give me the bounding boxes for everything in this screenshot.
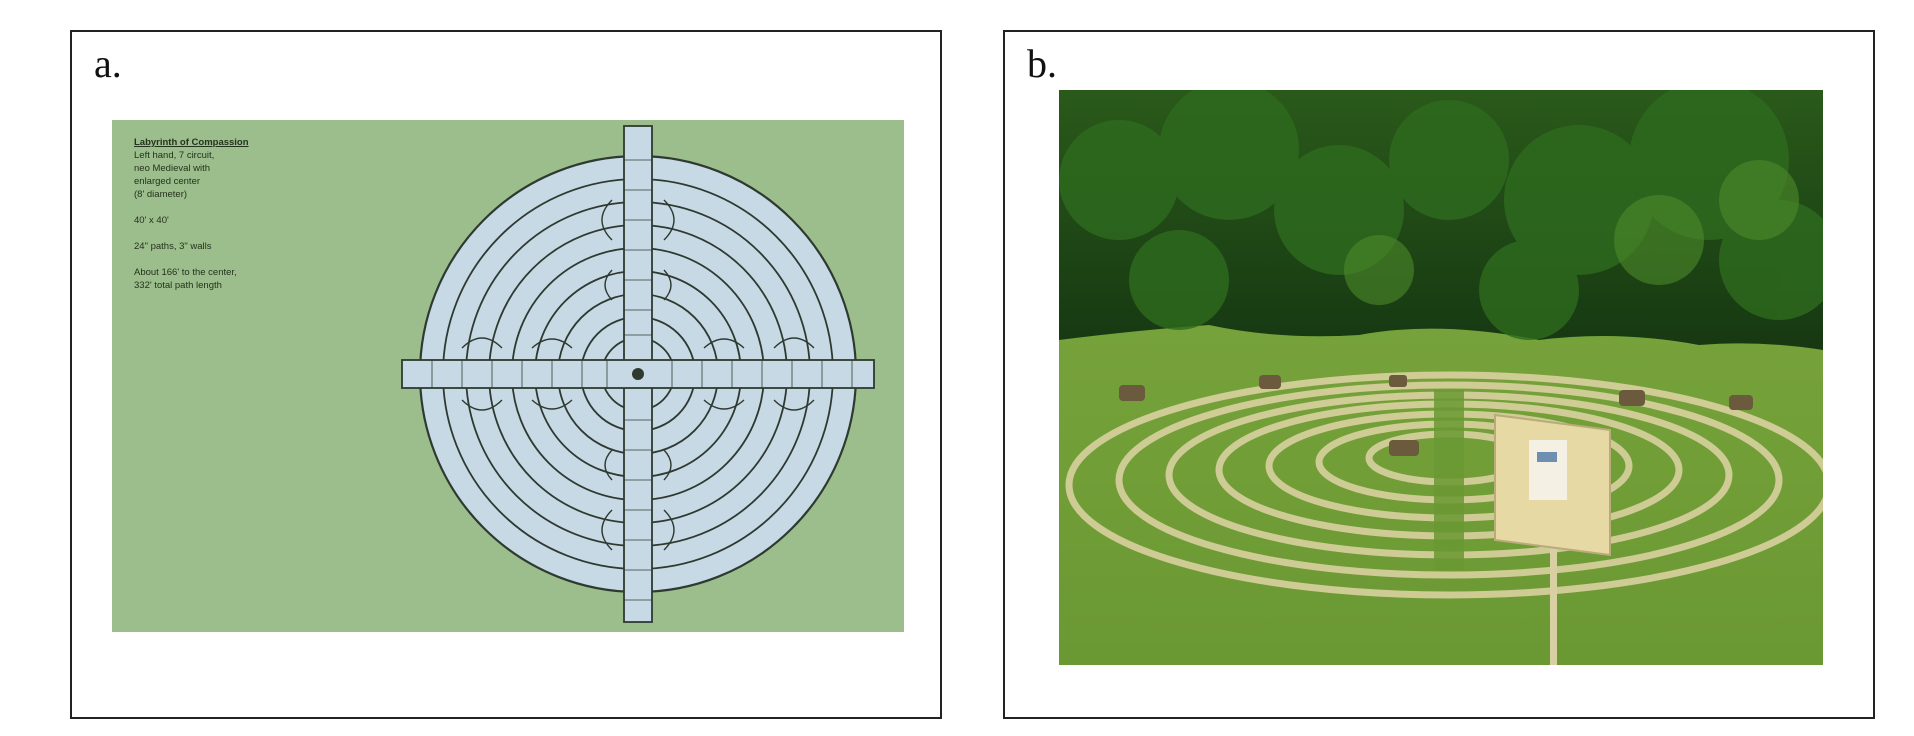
note-line: neo Medieval with (134, 163, 211, 174)
note-length: About 166' to the center, (134, 267, 237, 278)
labyrinth-photo (1059, 90, 1823, 665)
panel-label-b: b. (1027, 41, 1057, 86)
note-size: 40' x 40' (134, 215, 169, 226)
note-line: Left hand, 7 circuit, (134, 150, 215, 161)
labyrinth-notes: Labyrinth of Compassion Left hand, 7 cir… (134, 136, 249, 292)
note-paths: 24" paths, 3" walls (134, 241, 212, 252)
labyrinth-title: Labyrinth of Compassion (134, 137, 249, 148)
note-line: enlarged center (134, 176, 201, 187)
photo-drawing (1059, 90, 1823, 665)
figure-panel-b: b. (1003, 30, 1875, 719)
note-length: 332' total path length (134, 280, 222, 291)
labyrinth-drawing (401, 125, 875, 623)
figure-panel-a: a. (70, 30, 942, 719)
panel-label-a: a. (94, 41, 122, 86)
note-line: (8' diameter) (134, 189, 188, 200)
labyrinth-diagram: Labyrinth of Compassion Left hand, 7 cir… (112, 120, 904, 632)
